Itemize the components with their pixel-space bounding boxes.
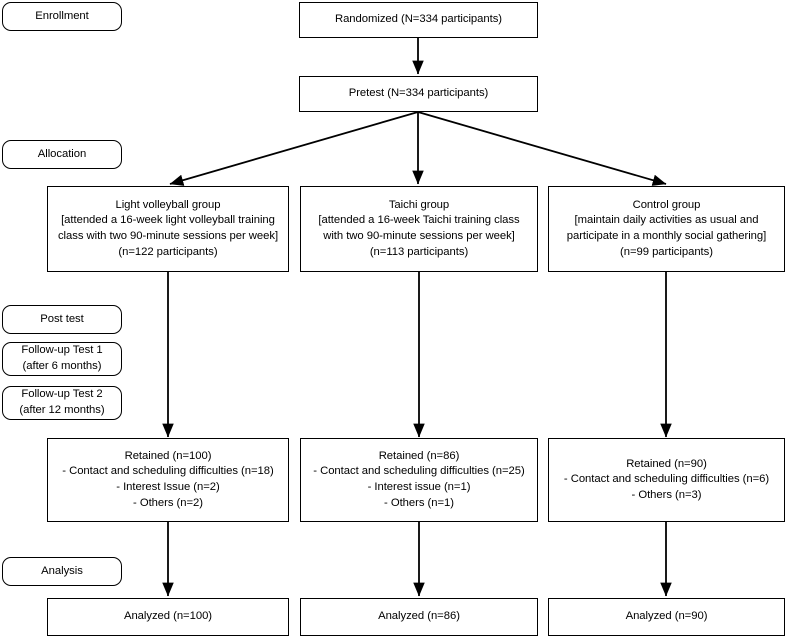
box-allocation-control-line-3: participate in a monthly social gatherin… (566, 230, 767, 242)
box-retained-control-line-2: - Contact and scheduling difficulties (n… (563, 473, 770, 486)
box-allocation-taichi-line-1: Taichi group (388, 198, 450, 211)
arrow-pretest-to-light-volleyball (169, 111, 419, 186)
box-allocation-control-line-2: [maintain daily activities as usual and (574, 214, 759, 227)
box-retained-control-line-3: - Others (n=3) (631, 488, 702, 501)
box-pretest-line-1: Pretest (N=334 participants) (348, 87, 489, 100)
arrow-pretest-to-control (417, 111, 667, 186)
box-retained-light-volleyball: Retained (n=100) - Contact and schedulin… (47, 438, 289, 522)
box-retained-taichi-line-4: - Others (n=1) (384, 496, 454, 509)
box-retained-taichi-line-2: - Contact and scheduling difficulties (n… (313, 465, 525, 478)
box-retained-light-volleyball-line-4: - Others (n=2) (133, 496, 203, 509)
box-randomized: Randomized (N=334 participants) (299, 2, 538, 38)
box-analyzed-taichi: Analyzed (n=86) (300, 598, 538, 636)
box-retained-light-volleyball-line-2: - Contact and scheduling difficulties (n… (62, 465, 274, 478)
box-allocation-taichi-line-2: [attended a 16-week Taichi training clas… (318, 214, 520, 227)
box-randomized-line-1: Randomized (N=334 participants) (334, 13, 503, 26)
box-analyzed-taichi-line-1: Analyzed (n=86) (378, 610, 460, 623)
box-allocation-control: Control group [maintain daily activities… (548, 186, 785, 272)
box-retained-control-line-1: Retained (n=90) (626, 457, 707, 470)
stage-label-follow-up-test-2-line-1: Follow-up Test 2 (21, 388, 103, 401)
box-allocation-light-volleyball-line-2: [attended a 16-week light volleyball tra… (61, 214, 275, 227)
stage-label-enrollment-line-1: Enrollment (35, 9, 89, 22)
stage-label-follow-up-test-2-line-2: (after 12 months) (19, 404, 105, 416)
stage-label-follow-up-test-1-line-2: (after 6 months) (22, 360, 102, 372)
box-allocation-control-line-1: Control group (632, 198, 701, 211)
box-allocation-taichi-line-3: with two 90-minute sessions per week] (323, 230, 515, 242)
box-retained-control: Retained (n=90) - Contact and scheduling… (548, 438, 785, 522)
stage-label-analysis-line-1: Analysis (41, 564, 83, 577)
box-allocation-taichi-line-4: (n=113 participants) (369, 245, 469, 258)
stage-label-enrollment: Enrollment (2, 2, 122, 31)
box-retained-light-volleyball-line-3: - Interest Issue (n=2) (116, 481, 220, 493)
box-allocation-control-line-4: (n=99 participants) (620, 245, 713, 258)
stage-label-follow-up-test-2: Follow-up Test 2 (after 12 months) (2, 386, 122, 420)
box-retained-light-volleyball-line-1: Retained (n=100) (124, 449, 212, 462)
box-analyzed-control-line-1: Analyzed (n=90) (625, 610, 708, 623)
box-allocation-light-volleyball: Light volleyball group [attended a 16-we… (47, 186, 289, 272)
stage-label-allocation: Allocation (2, 140, 122, 169)
stage-label-analysis: Analysis (2, 557, 122, 586)
box-allocation-light-volleyball-line-1: Light volleyball group (115, 198, 221, 211)
box-retained-taichi-line-1: Retained (n=86) (378, 449, 460, 462)
box-allocation-light-volleyball-line-3: class with two 90-minute sessions per we… (57, 230, 279, 242)
stage-label-allocation-line-1: Allocation (37, 147, 87, 160)
box-retained-taichi: Retained (n=86) - Contact and scheduling… (300, 438, 538, 522)
stage-label-follow-up-test-1-line-1: Follow-up Test 1 (21, 344, 103, 357)
box-allocation-taichi: Taichi group [attended a 16-week Taichi … (300, 186, 538, 272)
box-retained-taichi-line-3: - Interest issue (n=1) (367, 481, 471, 493)
stage-label-post-test-line-1: Post test (40, 312, 84, 325)
box-analyzed-control: Analyzed (n=90) (548, 598, 785, 636)
box-analyzed-light-volleyball-line-1: Analyzed (n=100) (123, 610, 213, 623)
box-pretest: Pretest (N=334 participants) (299, 76, 538, 112)
stage-label-post-test: Post test (2, 305, 122, 334)
stage-label-follow-up-test-1: Follow-up Test 1 (after 6 months) (2, 342, 122, 376)
box-allocation-light-volleyball-line-4: (n=122 participants) (118, 245, 218, 258)
box-analyzed-light-volleyball: Analyzed (n=100) (47, 598, 289, 636)
